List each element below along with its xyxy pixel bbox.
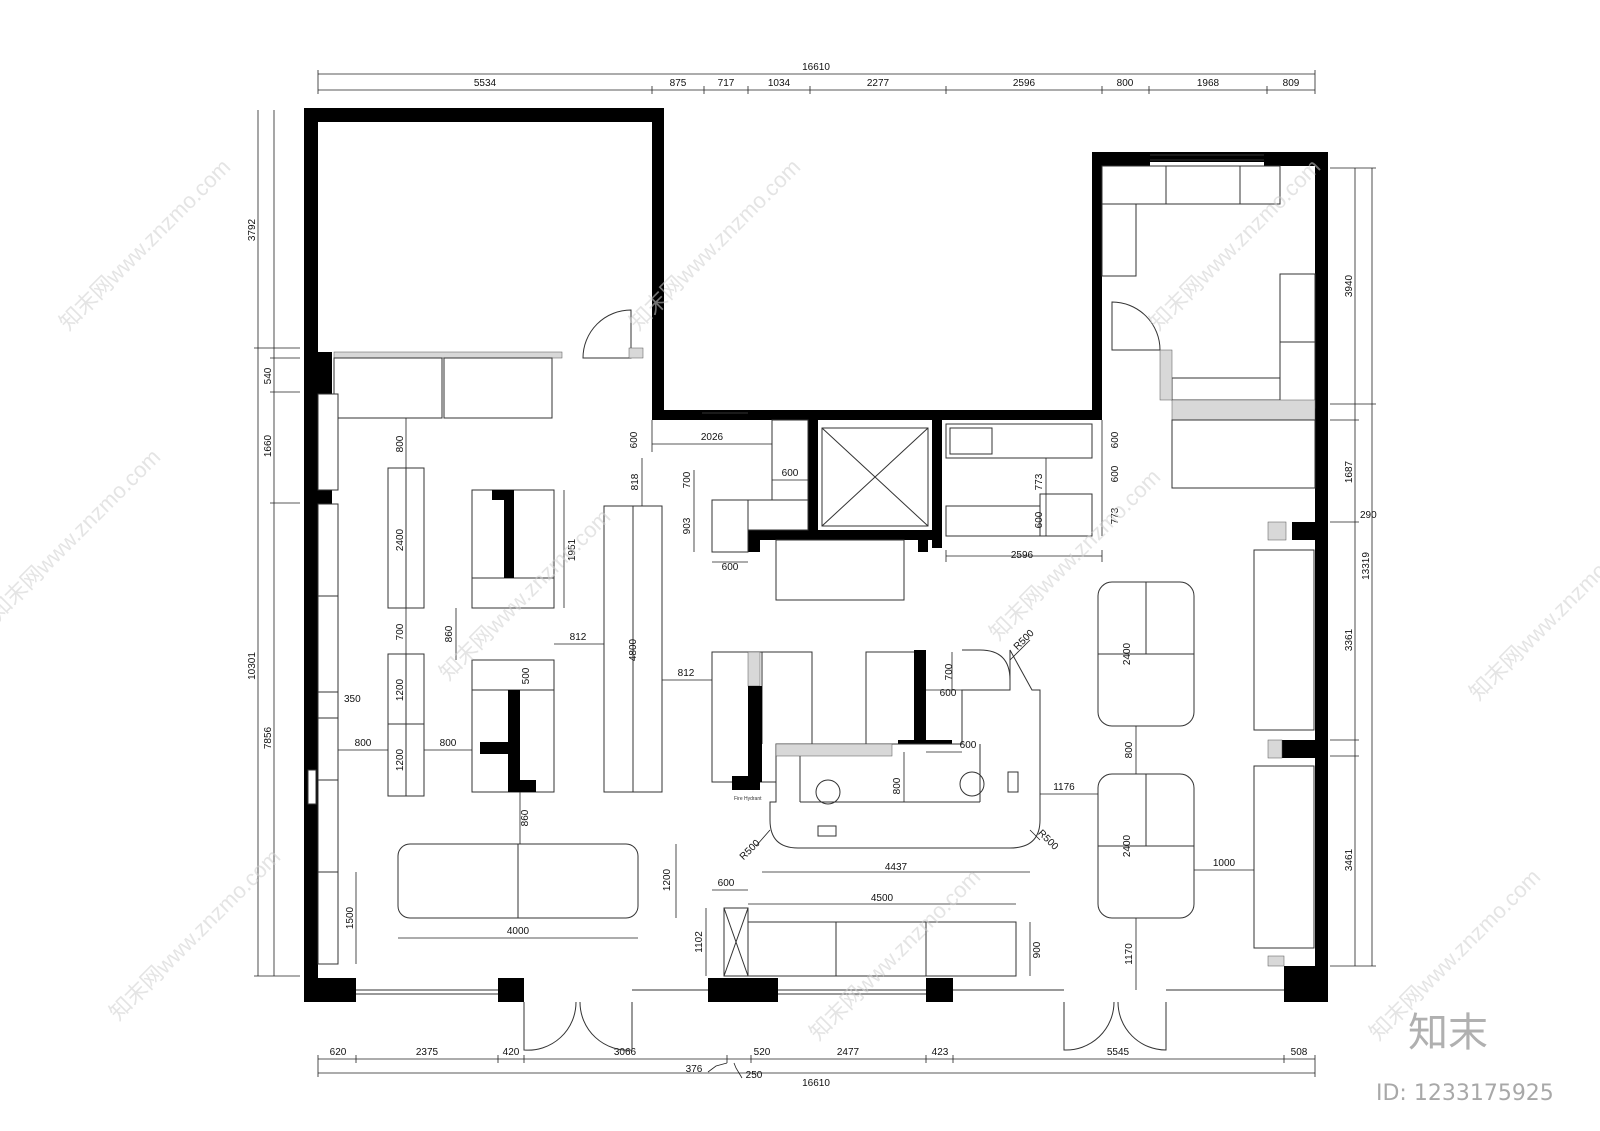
dim-label: 1170: [1124, 943, 1135, 965]
dim-label: 600: [1110, 431, 1121, 448]
dim-label: 4800: [628, 638, 639, 661]
dim-left-inner: 1660: [263, 434, 274, 457]
dim-top-seg: 2277: [867, 78, 890, 89]
dim-bottom-seg: 3066: [614, 1047, 637, 1058]
dim-right-inner: 3361: [1344, 628, 1355, 651]
top-dimensions: 16610 5534 875 717 1034 2277 2596 800 19…: [317, 62, 1316, 94]
dim-label: 2596: [1011, 550, 1034, 561]
dim-label: 600: [940, 688, 957, 699]
dim-label: 818: [630, 473, 641, 490]
dim-label: 4437: [885, 862, 908, 873]
dim-label: 800: [892, 777, 903, 794]
dim-bottom-extra: 250: [746, 1070, 763, 1081]
image-id-text: ID: 1233175925: [1376, 1081, 1554, 1106]
dim-label: 773: [1110, 507, 1121, 524]
dim-bottom-total: 16610: [802, 1078, 830, 1089]
dim-top-seg: 1034: [768, 78, 791, 89]
watermark-text: 知末网www.znzmo.com: [0, 444, 165, 625]
dim-label: 500: [521, 667, 532, 684]
brand-logo-text: 知末: [1408, 1010, 1488, 1056]
dim-label: 700: [944, 663, 955, 680]
dim-label: 903: [682, 517, 693, 534]
dim-left-inner: 540: [263, 367, 274, 384]
dim-label: 600: [629, 431, 640, 448]
dim-label: 600: [718, 878, 735, 889]
dim-label: 600: [722, 562, 739, 573]
dim-left-inner: 7856: [263, 726, 274, 749]
dim-label: 860: [520, 809, 531, 826]
dim-label: 350: [344, 694, 361, 705]
interior-dimension-lines: [338, 418, 1254, 990]
dim-label: 2400: [395, 528, 406, 551]
dim-label: R500: [1035, 828, 1060, 853]
dim-top-seg: 809: [1283, 78, 1300, 89]
dim-top-seg: 5534: [474, 78, 497, 89]
dim-right-inner: 290: [1360, 510, 1377, 521]
left-dimensions: 3792 540 1660 7856 10301: [247, 110, 300, 977]
dim-bottom-seg: 420: [503, 1047, 520, 1058]
dim-label: 860: [444, 625, 455, 642]
dim-label: 2400: [1122, 642, 1133, 665]
dim-label: 600: [782, 468, 799, 479]
dim-label: 600: [1110, 465, 1121, 482]
dim-label: 812: [678, 668, 695, 679]
dim-bottom-seg: 423: [932, 1047, 949, 1058]
dim-label: 1200: [662, 868, 673, 891]
dim-top-seg: 2596: [1013, 78, 1036, 89]
dim-label: 1102: [694, 931, 705, 953]
dim-label: 1200: [395, 678, 406, 701]
dim-bottom-seg: 2477: [837, 1047, 860, 1058]
walls: [304, 108, 1328, 1002]
dim-top-seg: 717: [718, 78, 735, 89]
dim-label: 1200: [395, 748, 406, 771]
dim-label: 800: [440, 738, 457, 749]
watermark-text: 知末网www.znzmo.com: [624, 154, 805, 335]
dim-label: R500: [738, 838, 763, 863]
dim-label: 600: [1034, 511, 1045, 528]
dim-top-seg: 1968: [1197, 78, 1220, 89]
dim-right-inner: 3940: [1344, 274, 1355, 297]
dim-label: 812: [570, 632, 587, 643]
dim-top-seg: 875: [670, 78, 687, 89]
dim-top-seg: 800: [1117, 78, 1134, 89]
dim-bottom-seg: 620: [330, 1047, 347, 1058]
dim-bottom-seg: 5545: [1107, 1047, 1130, 1058]
dim-label: 2400: [1122, 834, 1133, 857]
dim-label: 1000: [1213, 858, 1236, 869]
dim-bottom-extra: 376: [686, 1064, 703, 1075]
dim-right-inner: 3461: [1344, 848, 1355, 871]
dim-label: 1951: [567, 538, 578, 561]
dim-right-outer: 13319: [1361, 552, 1372, 580]
dim-label: 900: [1032, 941, 1043, 958]
dim-label: 4500: [871, 893, 894, 904]
watermark-text: 知末网www.znzmo.com: [1464, 524, 1600, 705]
dim-label: 1176: [1053, 782, 1075, 793]
dim-label: 2026: [701, 432, 724, 443]
dim-left-inner: 3792: [247, 218, 258, 241]
bottom-dimensions: 16610 620 2375 420 3066 520 2477 423 554…: [317, 1047, 1316, 1089]
dim-label: 700: [395, 623, 406, 640]
dim-bottom-seg: 520: [754, 1047, 771, 1058]
dim-right-inner: 1687: [1344, 460, 1355, 483]
dim-label: 700: [682, 471, 693, 488]
fire-hydrant-label: Fire Hydrant: [734, 796, 762, 802]
dim-label: 1500: [345, 906, 356, 929]
furniture: [307, 165, 1316, 977]
dim-top-total: 16610: [802, 62, 830, 73]
dim-left-outer: 10301: [247, 652, 258, 680]
dim-bottom-seg: 508: [1291, 1047, 1308, 1058]
dim-label: 800: [1124, 741, 1135, 758]
watermark-text: 知末网www.znzmo.com: [54, 154, 235, 335]
dim-bottom-seg: 2375: [416, 1047, 439, 1058]
doors: [523, 301, 1167, 1051]
dim-label: 600: [960, 740, 977, 751]
right-dimensions: 3940 1687 290 3361 3461 13319: [1330, 167, 1377, 967]
dim-label: 800: [355, 738, 372, 749]
dim-label: 773: [1034, 473, 1045, 490]
dim-label: 4000: [507, 926, 530, 937]
dim-label: 800: [395, 435, 406, 452]
